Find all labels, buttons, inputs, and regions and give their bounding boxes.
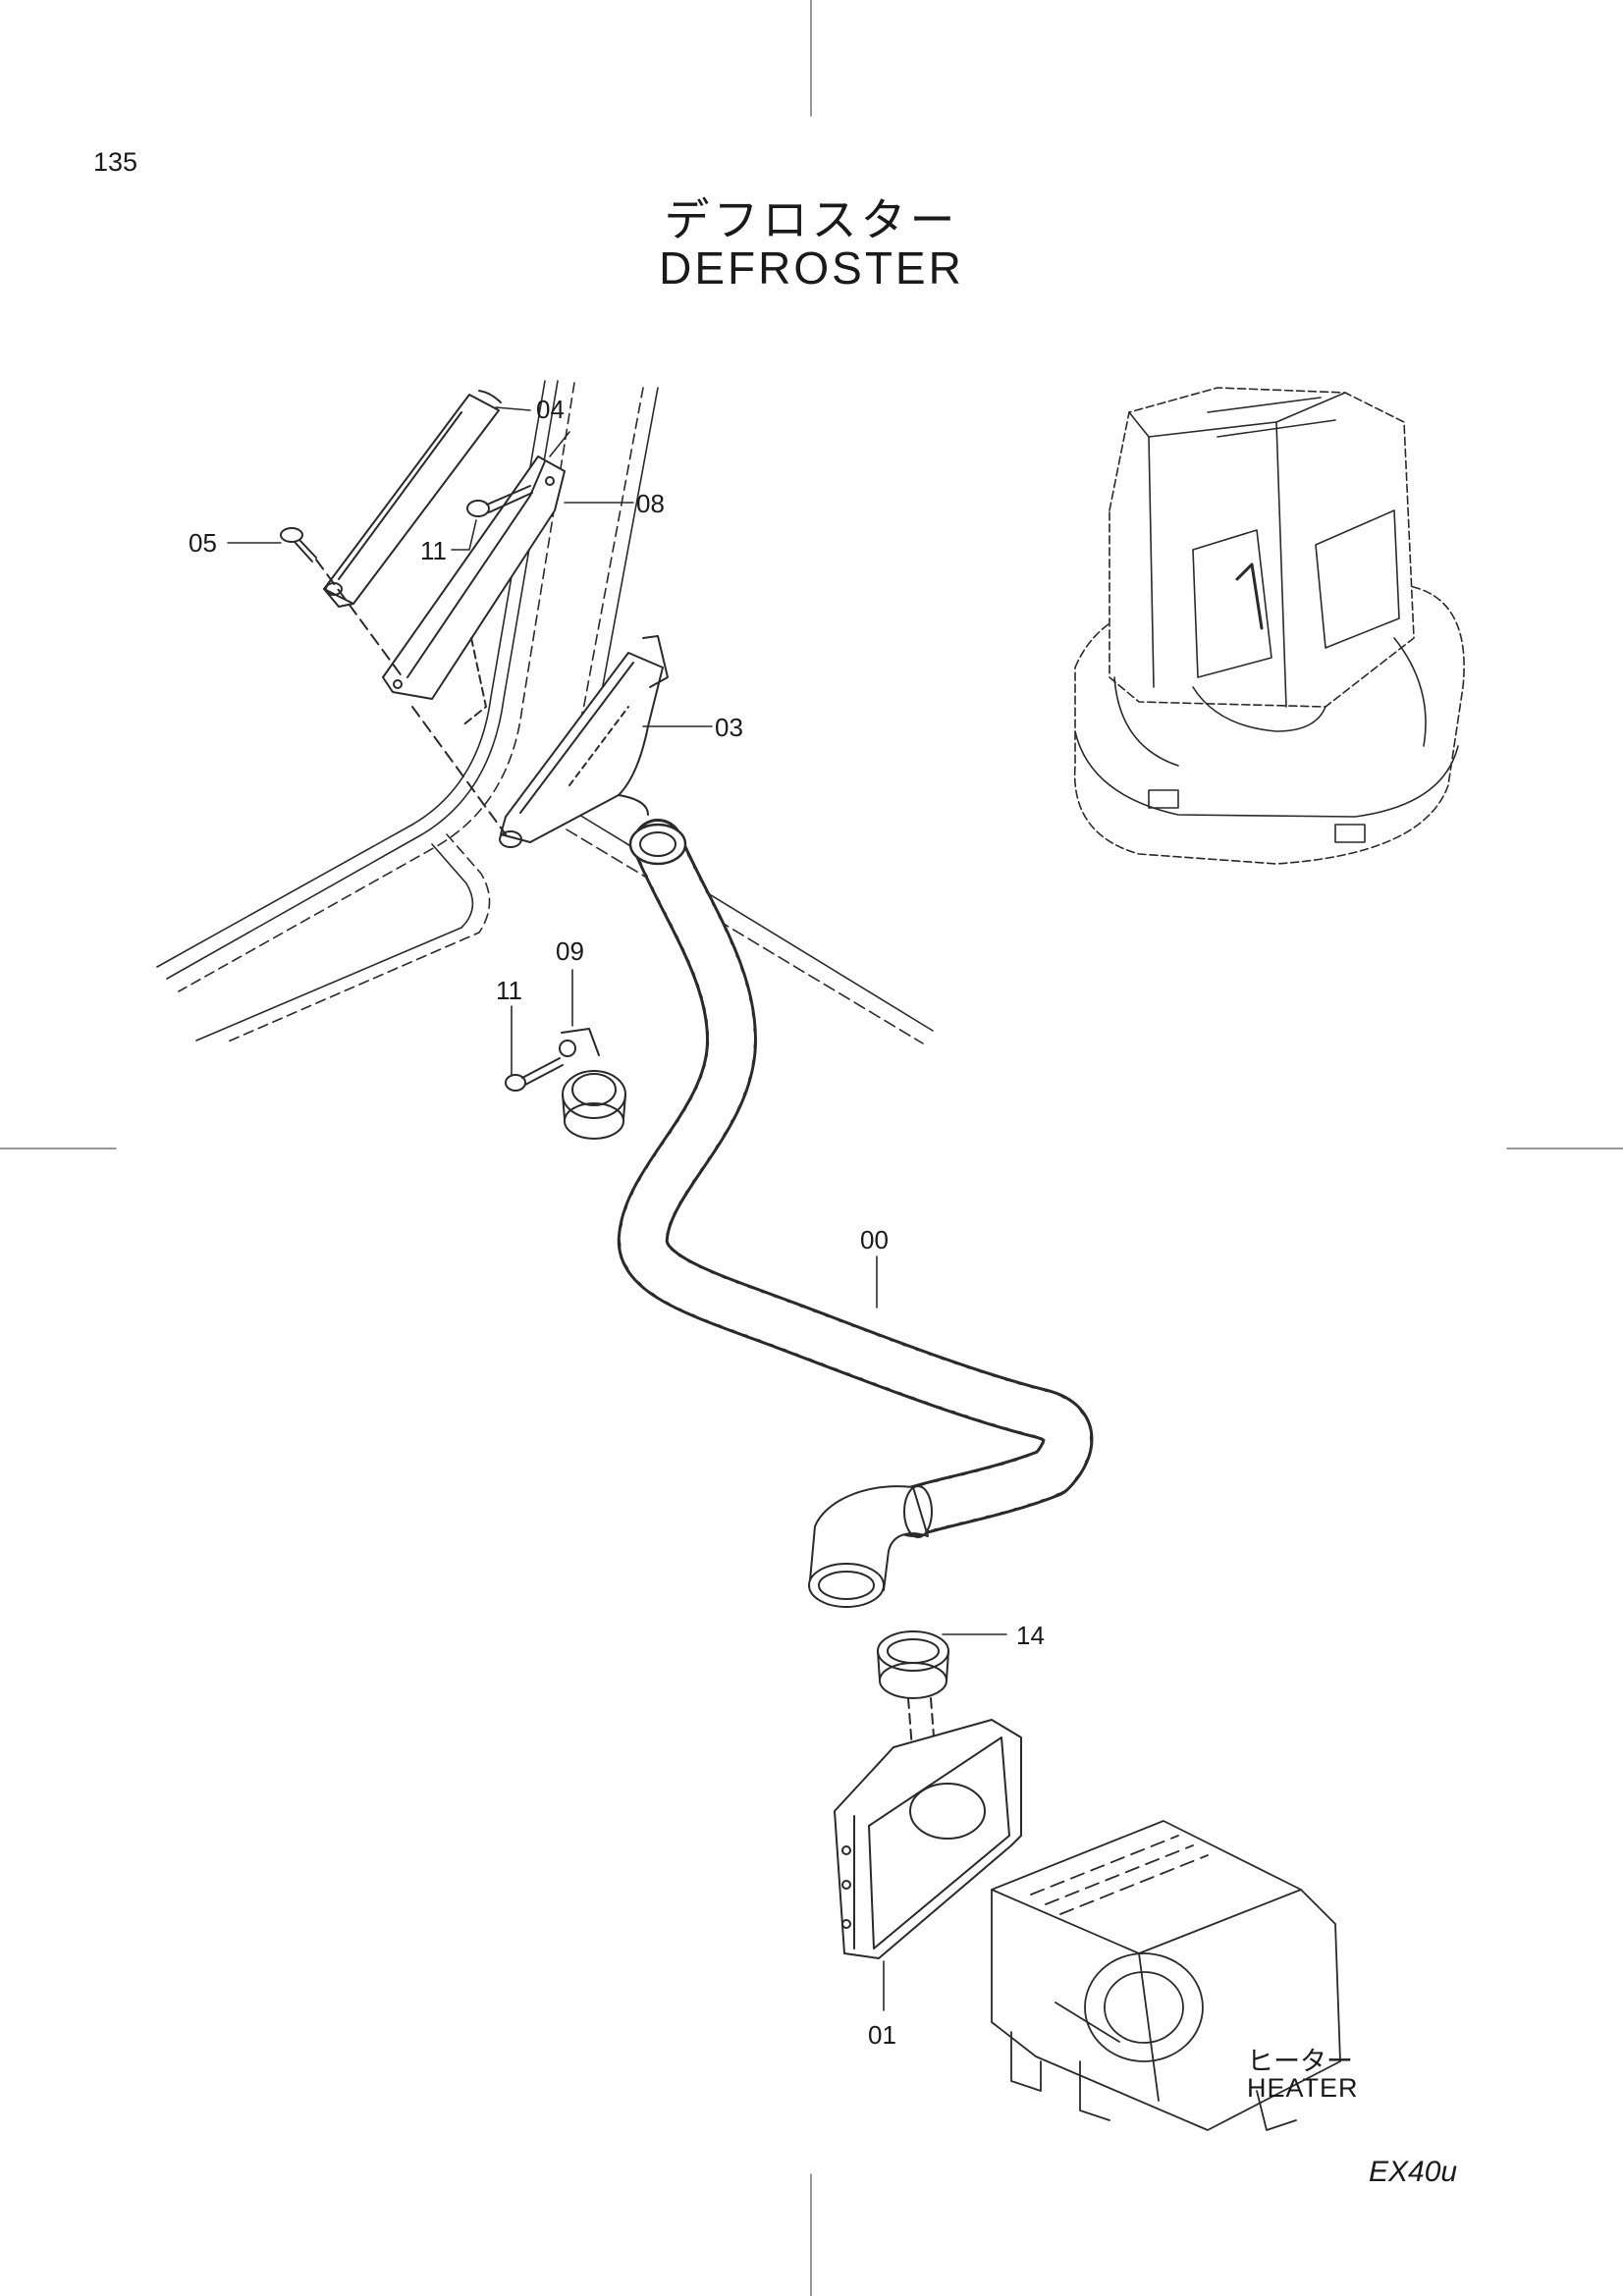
page-title-japanese: デフロスター [664, 193, 959, 246]
page-title-english: DEFROSTER [659, 242, 964, 294]
callout-01: 01 [868, 2020, 896, 2050]
callout-05: 05 [189, 528, 217, 558]
corrugated-defroster-hose [617, 819, 1094, 1537]
callout-14: 14 [1016, 1621, 1045, 1650]
cab-frame-lines [156, 380, 934, 1044]
callout-00: 00 [860, 1225, 889, 1255]
duct-adapter [834, 1719, 1022, 1959]
screw-11-upper [466, 485, 533, 517]
hose-elbow [808, 1485, 933, 1608]
screw-11-lower [505, 1057, 564, 1092]
mounting-bracket [382, 455, 566, 727]
heater-unit [991, 1820, 1341, 2131]
callout-03: 03 [715, 713, 743, 742]
model-code: EX40u [1369, 2156, 1458, 2188]
leader-lines [227, 406, 1007, 2011]
callout-11-lower: 11 [496, 976, 522, 1005]
page-number: 135 [93, 147, 138, 177]
callout-11-upper: 11 [420, 536, 447, 565]
callout-04: 04 [536, 395, 565, 424]
hose-band-14 [877, 1630, 949, 1699]
heater-label-english: HEATER [1247, 2073, 1359, 2103]
heater-label-japanese: ヒーター [1247, 2047, 1353, 2077]
callout-labels: 04 08 05 11 03 09 11 00 14 01 [189, 395, 1045, 2050]
defroster-nozzle [499, 635, 669, 848]
excavator-inset [1073, 387, 1465, 865]
defroster-nozzle-cover [323, 390, 502, 608]
hose-clamp [559, 1028, 626, 1140]
screw-05 [280, 527, 317, 562]
callout-08: 08 [636, 489, 665, 518]
callout-09: 09 [556, 936, 584, 966]
